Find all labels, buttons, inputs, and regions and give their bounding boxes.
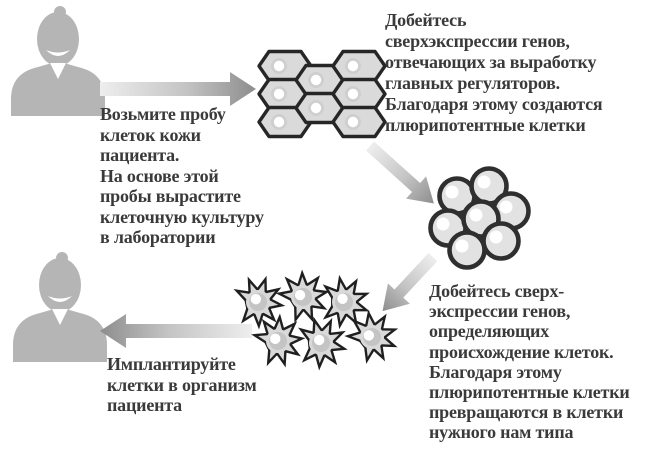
arrow-down-right-icon [365, 141, 434, 204]
step-1-text: Возьмите пробу клеток кожи пациента. На … [100, 104, 264, 247]
step-4-text: Имплантируйте клетки в организм пациента [107, 354, 257, 415]
arrow-right-icon [100, 72, 256, 106]
arrow-down-left-icon [382, 252, 438, 312]
pluripotent-cells-icon [431, 169, 529, 268]
step-3-text: Добейтесь сверх- экспрессии генов, опред… [429, 281, 630, 443]
patient-bottom-icon [13, 252, 107, 362]
step-2-text: Добейтесь сверхэкспрессии генов, отвечаю… [385, 10, 603, 135]
patient-top-icon [11, 6, 105, 116]
skin-cells-icon [257, 49, 387, 139]
differentiated-cells-icon [231, 267, 404, 373]
arrow-left-icon [100, 314, 252, 348]
